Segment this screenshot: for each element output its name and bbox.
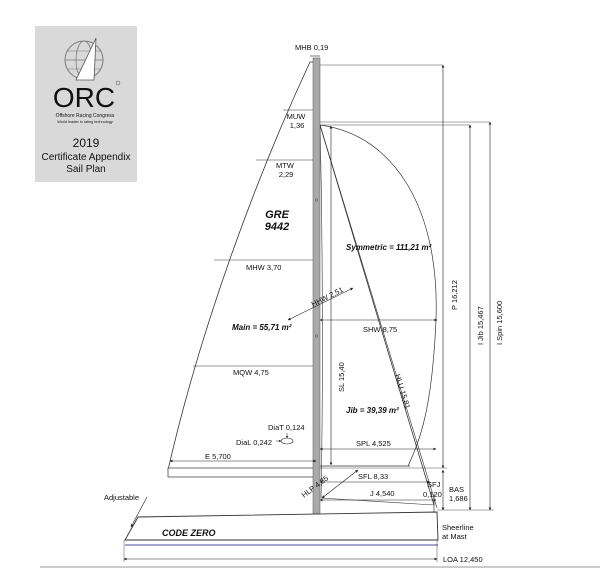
forestay [319, 124, 438, 509]
mast [312, 57, 321, 515]
mhw-label: MHW 3,70 [246, 263, 281, 272]
orc-tagline: World leader in rating technology [57, 120, 113, 124]
mtw-label: MTW [276, 161, 295, 170]
sail-number-line1: GRE [265, 209, 290, 221]
registered-icon [115, 80, 121, 86]
p-label: P 16,212 [450, 280, 459, 310]
sail-plan-title: Sail Plan [66, 164, 105, 175]
i-spin-label: I Spin 15,600 [495, 301, 504, 345]
sfj-value: 0,120 [423, 490, 442, 499]
jib-luff [319, 124, 435, 506]
sfj-label: SFJ [427, 480, 441, 489]
main-area-label: Main = 55,71 m² [232, 323, 292, 332]
symmetric-area-label: Symmetric = 111,21 m² [346, 243, 432, 252]
hlu-label: HLU 15,81 [393, 373, 412, 410]
sail-number-line2: 9442 [265, 221, 289, 233]
spl-label: SPL 4,525 [356, 439, 391, 448]
certificate-title: Certificate Appendix [42, 152, 131, 163]
jib-leech [319, 124, 323, 499]
adjustable-label: Adjustable [104, 493, 139, 502]
mainsail [167, 61, 317, 471]
sail-logo-icon [75, 37, 97, 81]
dial-label: DiaL 0,242 [236, 438, 272, 447]
mtw-value: 2,29 [279, 170, 294, 179]
muw-label: MUW [287, 112, 307, 121]
mhb-label: MHB 0,19 [295, 43, 328, 52]
bas-label: BAS [449, 485, 464, 494]
sl-label: SL 15,40 [337, 362, 346, 392]
orc-brand: ORC [53, 82, 115, 113]
sheerline-label: Sheerline [442, 523, 474, 532]
j-label: J 4,540 [370, 489, 395, 498]
jib-foot [320, 497, 435, 506]
certificate-year: 2019 [73, 136, 100, 150]
orc-logo-panel [35, 26, 137, 182]
diat-label: DiaT 0,124 [268, 423, 305, 432]
mqw-label: MQW 4,75 [233, 368, 269, 377]
hull [124, 511, 439, 541]
orc-org-name: Offshore Racing Congress [56, 113, 115, 119]
shw-label: SHW 8,75 [363, 325, 397, 334]
i-jib-label: I Jib 15,467 [476, 306, 485, 345]
sheerline-at-mast-label: at Mast [442, 532, 468, 541]
sfl-label: SFL 8,33 [358, 472, 388, 481]
dia-marker-icon [280, 437, 294, 445]
boom [167, 467, 317, 478]
bas-value: 1,686 [449, 494, 468, 503]
e-label: E 5,700 [205, 452, 231, 461]
jib-area-label: Jib = 39,39 m² [346, 406, 399, 415]
muw-value: 1,36 [290, 121, 305, 130]
boat-type-label: CODE ZERO [162, 528, 216, 538]
loa-label: LOA 12,450 [443, 555, 483, 564]
